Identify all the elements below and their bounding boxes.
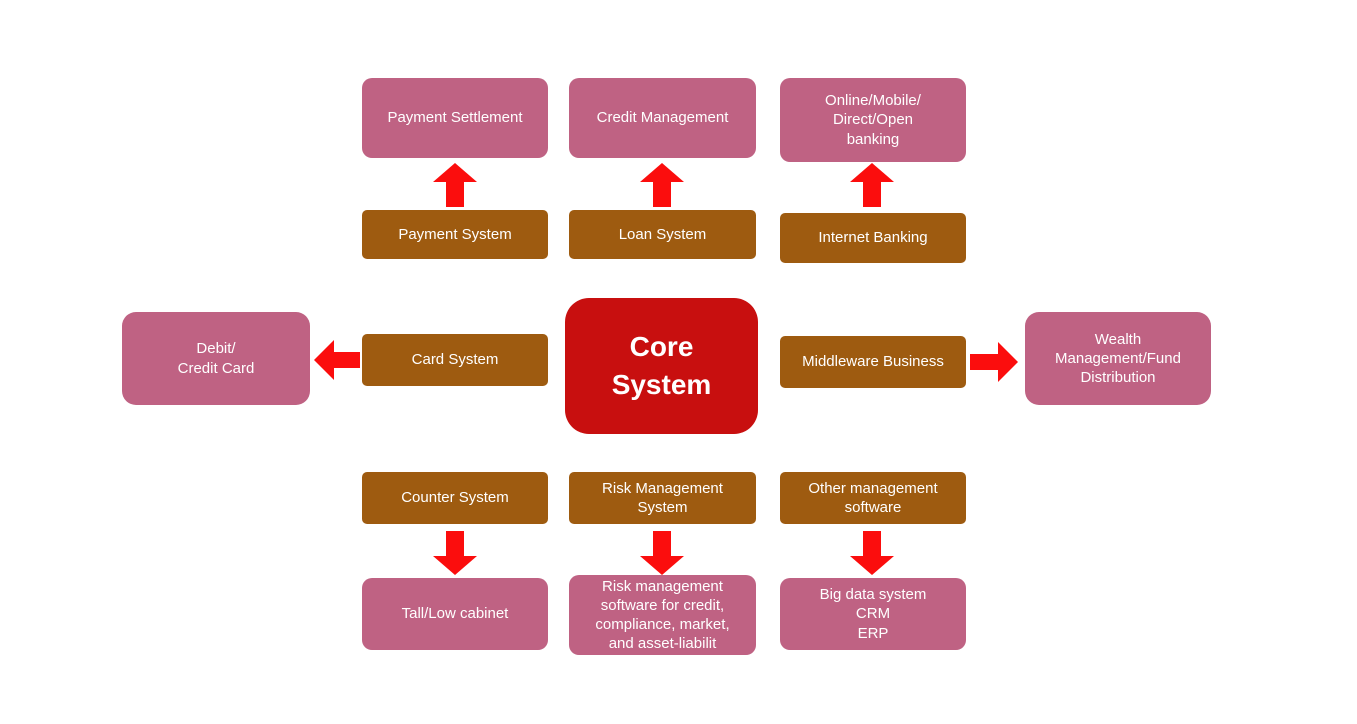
arrow-up-loan-icon bbox=[640, 163, 684, 207]
debit-credit-card-label: Debit/ Credit Card bbox=[177, 340, 255, 377]
arrow-down-other-icon bbox=[850, 531, 894, 575]
node-credit-management: Credit Management bbox=[569, 78, 756, 158]
core-system-label: Core System bbox=[611, 331, 712, 400]
risk-management-system-label: Risk Management System bbox=[602, 479, 723, 516]
node-counter-system: Counter System bbox=[362, 472, 548, 524]
arrow-up-payment-icon bbox=[433, 163, 477, 207]
other-management-software-label: Other management software bbox=[808, 479, 938, 516]
tall-low-cabinet-label: Tall/Low cabinet bbox=[401, 605, 509, 623]
node-big-data-crm-erp: Big data system CRM ERP bbox=[780, 578, 966, 650]
big-data-crm-erp-label: Big data system CRM ERP bbox=[819, 586, 927, 642]
node-other-management-software: Other management software bbox=[780, 472, 966, 524]
node-risk-management-system: Risk Management System bbox=[569, 472, 756, 524]
arrow-right-middleware-icon bbox=[970, 342, 1018, 382]
node-payment-system: Payment System bbox=[362, 210, 548, 259]
node-debit-credit-card: Debit/ Credit Card bbox=[122, 312, 310, 405]
node-tall-low-cabinet: Tall/Low cabinet bbox=[362, 578, 548, 650]
wealth-management-label: Wealth Management/Fund Distribution bbox=[1055, 330, 1181, 387]
node-wealth-management: Wealth Management/Fund Distribution bbox=[1025, 312, 1211, 405]
node-online-mobile-banking: Online/Mobile/ Direct/Open banking bbox=[780, 78, 966, 162]
middleware-business-label: Middleware Business bbox=[802, 353, 944, 371]
internet-banking-label: Internet Banking bbox=[818, 229, 928, 247]
card-system-label: Card System bbox=[411, 351, 499, 369]
node-risk-management-software: Risk management software for credit, com… bbox=[569, 575, 756, 655]
counter-system-label: Counter System bbox=[401, 489, 509, 507]
arrow-down-counter-icon bbox=[433, 531, 477, 575]
loan-system-label: Loan System bbox=[618, 225, 707, 243]
node-core-system: Core System bbox=[565, 298, 758, 434]
arrow-up-internet-banking-icon bbox=[850, 163, 894, 207]
arrow-down-risk-icon bbox=[640, 531, 684, 575]
node-middleware-business: Middleware Business bbox=[780, 336, 966, 388]
node-loan-system: Loan System bbox=[569, 210, 756, 259]
node-internet-banking: Internet Banking bbox=[780, 213, 966, 263]
node-payment-settlement: Payment Settlement bbox=[362, 78, 548, 158]
credit-management-label: Credit Management bbox=[596, 109, 729, 127]
payment-system-label: Payment System bbox=[398, 225, 512, 243]
online-mobile-banking-label: Online/Mobile/ Direct/Open banking bbox=[825, 92, 921, 148]
node-card-system: Card System bbox=[362, 334, 548, 386]
risk-management-software-label: Risk management software for credit, com… bbox=[595, 577, 730, 653]
payment-settlement-label: Payment Settlement bbox=[387, 109, 523, 127]
arrow-left-card-icon bbox=[314, 340, 360, 380]
